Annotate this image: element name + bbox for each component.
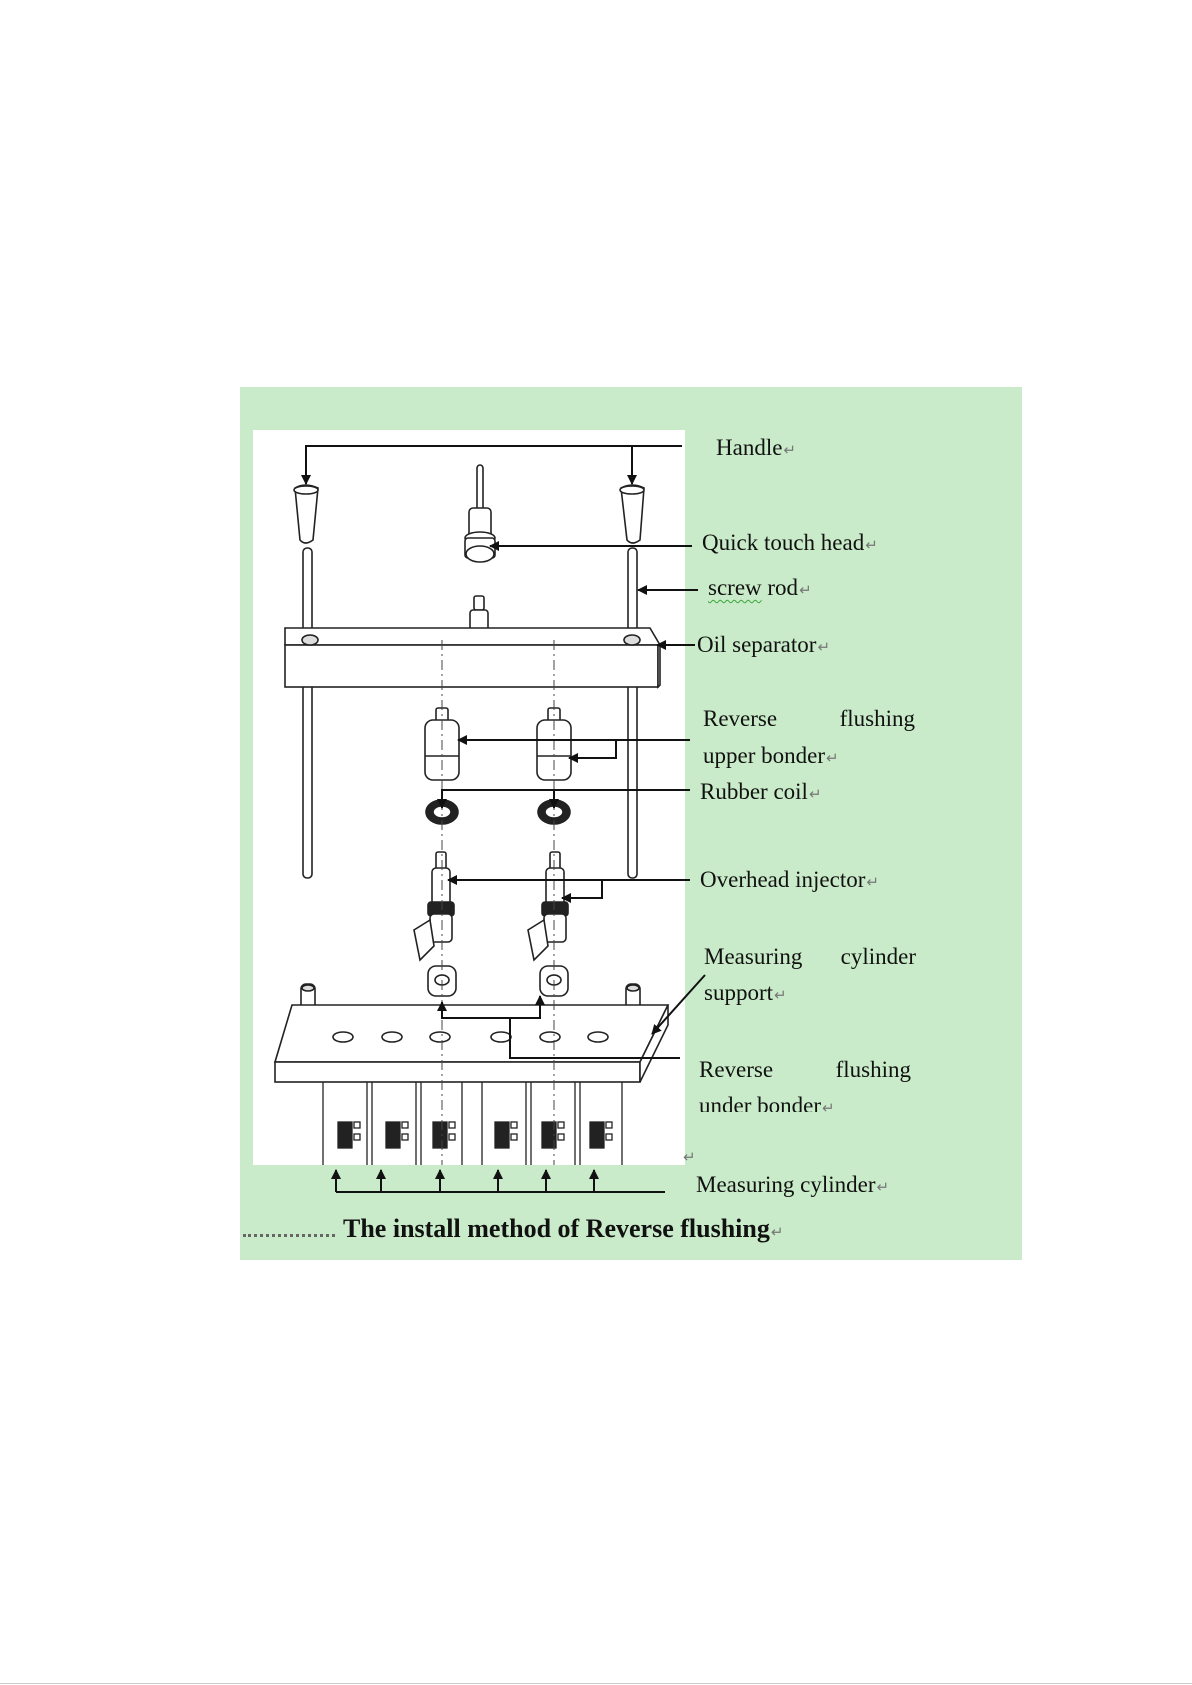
label-reverse-flushing-under-line1: Reverse flushing: [699, 1052, 911, 1088]
handle-leader: [306, 446, 682, 484]
paragraph-mark: ↵: [799, 583, 812, 599]
label-rod-word: rod: [767, 575, 798, 600]
quick-touch-head: [465, 465, 495, 562]
paragraph-mark: ↵: [865, 538, 878, 554]
label-quick-touch-head: Quick touch head↵: [702, 525, 878, 564]
upper-bonder-leader: [458, 740, 690, 758]
label-rubber-coil: Rubber coil↵: [700, 774, 822, 813]
label-measuring-cylinder: Measuring cylinder↵: [696, 1167, 889, 1206]
paragraph-mark: ↵: [771, 1225, 784, 1241]
label-reverse-flushing-under-line2-text: under bonder: [699, 1093, 821, 1112]
label-measuring-cylinder-support-line1: Measuring cylinder: [704, 939, 916, 975]
figure-caption: The install method of Reverse flushing↵: [343, 1214, 783, 1244]
page-bottom-rule: [0, 1683, 1192, 1684]
paragraph-mark: ↵: [866, 875, 879, 891]
paragraph-mark: ↵: [876, 1180, 889, 1196]
label-rubber-coil-text: Rubber coil: [700, 779, 808, 804]
label-overhead-injector-text: Overhead injector: [700, 867, 865, 892]
paragraph-mark-stray: ↵: [683, 1148, 696, 1167]
handle-left: [294, 485, 318, 543]
label-handle: Handle↵: [716, 430, 796, 469]
measuring-cylinder-leader: [336, 1170, 665, 1192]
center-lines: [442, 640, 554, 1165]
paragraph-mark: ↵: [826, 751, 839, 767]
label-screw-word: screw: [708, 575, 762, 600]
screw-rod-right: [628, 548, 637, 878]
label-screw-rod: screw rod↵: [708, 570, 812, 609]
label-overhead-injector: Overhead injector↵: [700, 862, 879, 901]
figure-caption-text: The install method of Reverse flushing: [343, 1214, 770, 1243]
label-handle-text: Handle: [716, 435, 782, 460]
measuring-cylinder-support-plate: [275, 1005, 668, 1082]
oil-separator-block: [285, 628, 660, 687]
label-measuring-cylinder-support-line2-text: support: [704, 980, 773, 1005]
label-quick-touch-head-text: Quick touch head: [702, 530, 864, 555]
label-measuring-cylinder-text: Measuring cylinder: [696, 1172, 875, 1197]
overhead-injector-right: [528, 852, 568, 960]
measuring-cylinders: [323, 1082, 622, 1165]
label-oil-separator: Oil separator↵: [697, 627, 830, 666]
label-reverse-flushing-upper-line2-text: upper bonder: [703, 743, 825, 768]
caption-leader-dots: [243, 1220, 335, 1237]
paragraph-mark: ↵: [809, 787, 822, 803]
label-oil-separator-text: Oil separator: [697, 632, 816, 657]
paragraph-mark: ↵: [783, 443, 796, 459]
label-reverse-flushing-upper-line1: Reverse flushing: [703, 701, 915, 737]
overhead-injector-left: [414, 852, 454, 960]
paragraph-mark: ↵: [774, 988, 787, 1004]
label-reverse-flushing-upper-line2: upper bonder↵: [703, 738, 839, 777]
label-measuring-cylinder-support-line2: support↵: [704, 975, 787, 1014]
paragraph-mark: ↵: [822, 1101, 835, 1112]
screw-rod-left: [303, 548, 312, 878]
overhead-injector-leader: [448, 880, 690, 898]
paragraph-mark: ↵: [817, 640, 830, 656]
label-reverse-flushing-under-line2: under bonder↵: [699, 1088, 835, 1112]
handle-right: [620, 485, 644, 543]
